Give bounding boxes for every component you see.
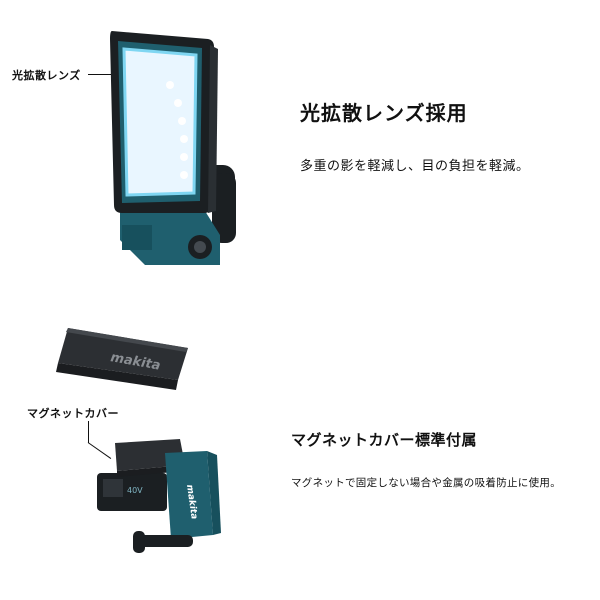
work-light-lens-image (110, 31, 236, 265)
lens-callout-label: 光拡散レンズ (12, 69, 81, 82)
lens-description: 多重の影を軽減し、目の負担を軽減。 (300, 159, 530, 174)
work-light-with-cover-image: 40V makita (97, 439, 221, 553)
magnet-cover-image: makita (56, 328, 188, 390)
magnet-cover-callout-line (88, 421, 89, 443)
makita-logo-body: makita (184, 484, 199, 520)
magnet-cover-callout-label: マグネットカバー (27, 407, 119, 420)
magnet-cover-heading: マグネットカバー標準付属 (291, 431, 478, 449)
lens-heading: 光拡散レンズ採用 (300, 101, 468, 125)
magnet-cover-description: マグネットで固定しない場合や金属の吸着防止に使用。 (291, 477, 561, 489)
lens-callout-line (88, 74, 116, 75)
svg-text:40V: 40V (127, 486, 143, 495)
